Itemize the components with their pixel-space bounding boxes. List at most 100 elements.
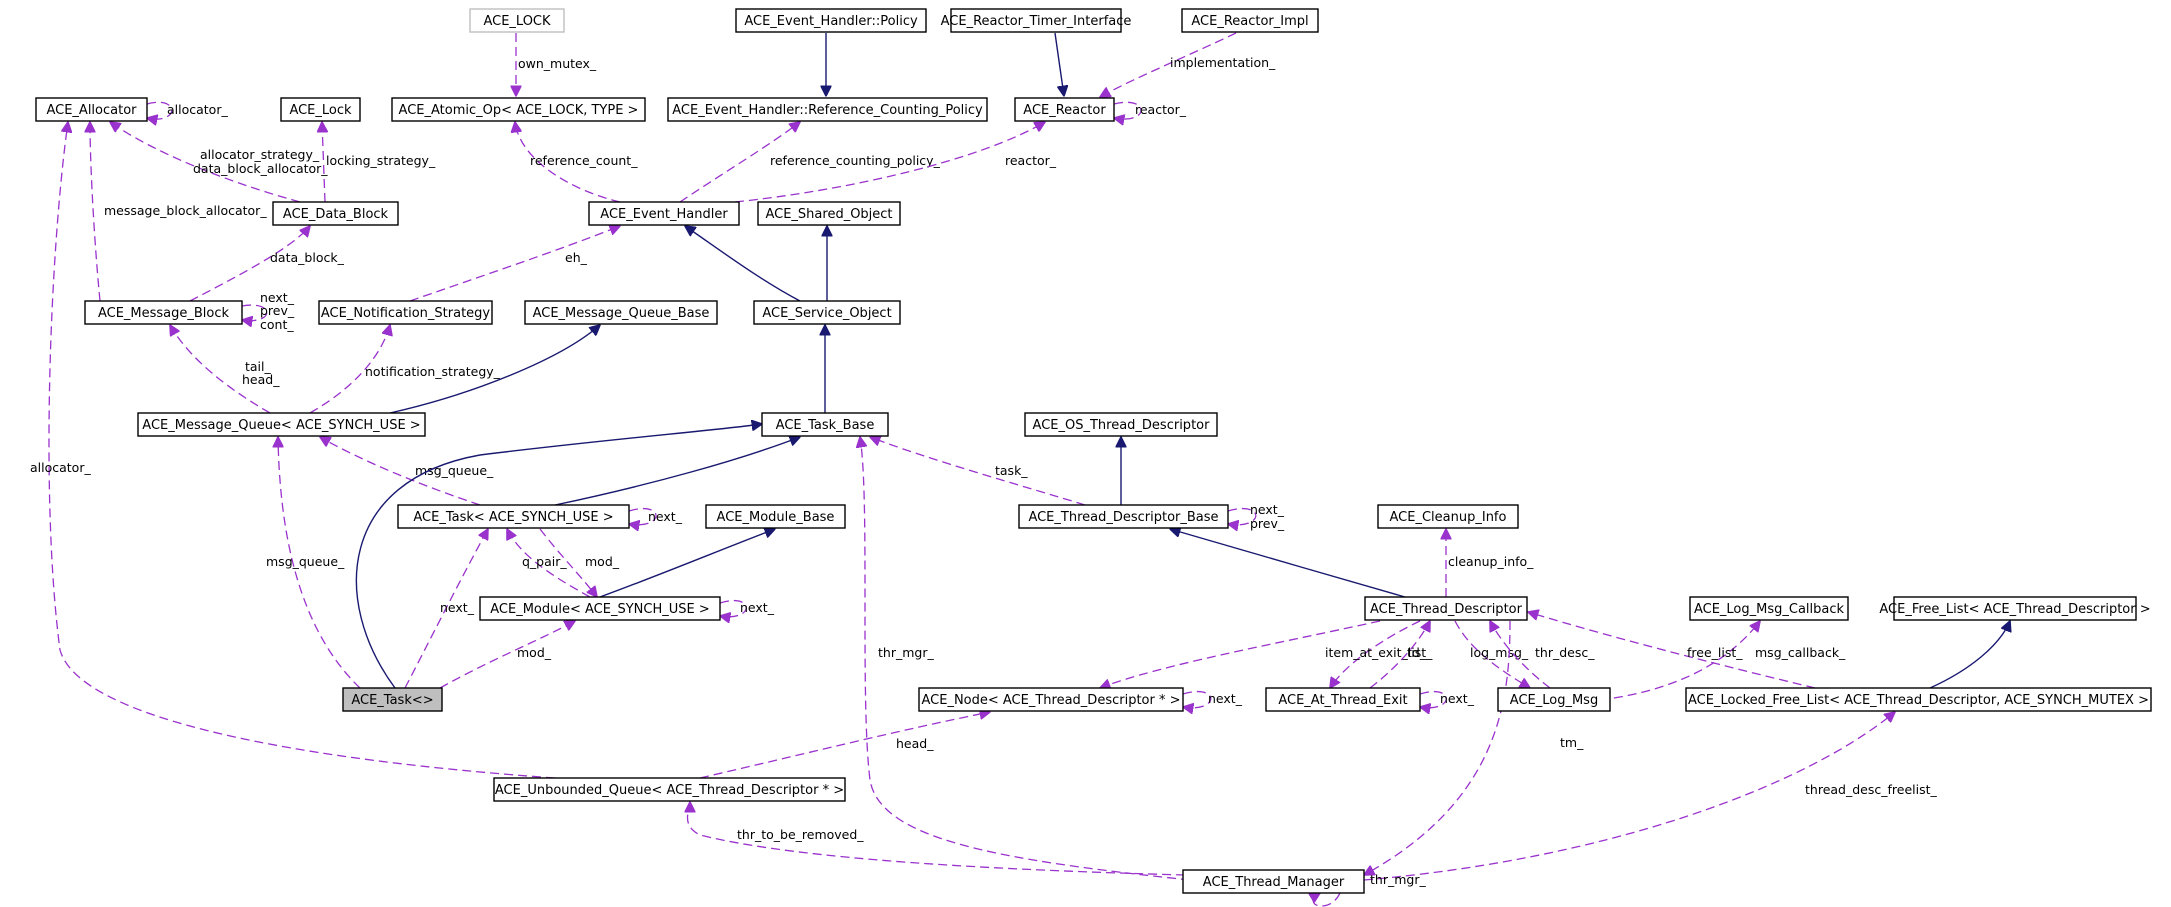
edge-line xyxy=(404,529,488,689)
edge-label: next_ xyxy=(740,600,775,615)
edge-label: thr_desc_ xyxy=(1535,645,1595,660)
edge-label: thr_mgr_ xyxy=(878,645,934,660)
node-task[interactable]: ACE_Task< ACE_SYNCH_USE > xyxy=(397,504,630,529)
edge-label: allocator_ xyxy=(30,460,91,475)
node-mqbase[interactable]: ACE_Message_Queue_Base xyxy=(524,300,718,325)
node-label: ACE_Lock xyxy=(289,103,352,118)
edge-modbase-module xyxy=(599,529,775,598)
edge-rimpl-reactor: implementation_ xyxy=(1100,32,1276,97)
node-svcobj[interactable]: ACE_Service_Object xyxy=(753,300,901,325)
edge-lfl-td: free_list_ xyxy=(1528,612,1816,689)
node-taskbase[interactable]: ACE_Task_Base xyxy=(761,412,889,437)
edge-line xyxy=(734,122,1045,203)
edge-line xyxy=(409,226,620,302)
edge-line xyxy=(1454,620,1530,688)
edge-line xyxy=(599,529,775,598)
node-box xyxy=(469,8,565,33)
edge-label: cont_ xyxy=(260,317,294,332)
node-box xyxy=(918,687,1184,712)
edge-label: item_at_exit_list_ xyxy=(1325,645,1433,660)
edge-label: thr_to_be_removed_ xyxy=(737,827,864,842)
node-lfl[interactable]: ACE_Locked_Free_List< ACE_Thread_Descrip… xyxy=(1685,687,2152,712)
edge-label: free_list_ xyxy=(1687,645,1743,660)
edge-msgblock-self: next_prev_cont_ xyxy=(242,290,295,332)
node-cleanup[interactable]: ACE_Cleanup_Info xyxy=(1377,504,1519,529)
node-box xyxy=(524,300,718,325)
node-label: ACE_Message_Queue< ACE_SYNCH_USE > xyxy=(142,418,420,433)
edge-alloc-uq: allocator_ xyxy=(30,122,556,779)
node-reactor[interactable]: ACE_Reactor xyxy=(1014,97,1115,122)
edge-label: locking_strategy_ xyxy=(326,153,436,168)
edge-label: message_block_allocator_ xyxy=(104,203,267,218)
node-tasktpl[interactable]: ACE_Task<> xyxy=(342,687,443,712)
edge-label: allocator_ xyxy=(167,102,228,117)
node-notif[interactable]: ACE_Notification_Strategy xyxy=(318,300,493,325)
node-logmsg[interactable]: ACE_Log_Msg xyxy=(1497,687,1611,712)
node-nodetd[interactable]: ACE_Node< ACE_Thread_Descriptor * > xyxy=(918,687,1184,712)
edge-evh-svcobj xyxy=(685,226,801,302)
node-evh[interactable]: ACE_Event_Handler xyxy=(588,201,740,226)
edge-cleanup-td: cleanup_info_ xyxy=(1446,529,1534,597)
edge-reactor-self: reactor_ xyxy=(1114,101,1187,119)
node-mq[interactable]: ACE_Message_Queue< ACE_SYNCH_USE > xyxy=(137,412,426,437)
edge-label: tm_ xyxy=(1560,735,1584,750)
node-box xyxy=(1018,504,1229,529)
edge-datablock-msgblock: data_block_ xyxy=(189,226,345,302)
node-box xyxy=(667,97,988,122)
node-label: ACE_Reactor xyxy=(1023,103,1106,118)
node-box xyxy=(342,687,443,712)
edge-line xyxy=(1363,712,1895,881)
edge-mqbase-mq xyxy=(389,325,600,414)
edge-line xyxy=(242,304,268,321)
edge-line xyxy=(1528,612,1816,689)
edge-lock-atomic: own_mutex_ xyxy=(516,33,597,96)
node-label: ACE_Event_Handler xyxy=(600,207,728,222)
node-tm[interactable]: ACE_Thread_Manager xyxy=(1182,869,1365,894)
node-box xyxy=(588,201,740,226)
edge-td-nodetd xyxy=(1100,620,1381,688)
node-atomic[interactable]: ACE_Atomic_Op< ACE_LOCK, TYPE > xyxy=(391,97,646,122)
edge-label: implementation_ xyxy=(1170,55,1276,70)
node-td[interactable]: ACE_Thread_Descriptor xyxy=(1364,596,1528,621)
edge-label: own_mutex_ xyxy=(518,56,597,71)
node-shared[interactable]: ACE_Shared_Object xyxy=(757,201,901,226)
edge-ate-td: td_ xyxy=(1369,621,1430,689)
edge-label: msg_queue_ xyxy=(415,463,494,478)
edge-line xyxy=(554,437,800,506)
edge-line xyxy=(1313,893,1341,907)
edge-td-ate: item_at_exit_list_ xyxy=(1325,620,1433,688)
node-datablock[interactable]: ACE_Data_Block xyxy=(272,201,399,226)
edge-line xyxy=(685,226,801,302)
node-ate[interactable]: ACE_At_Thread_Exit xyxy=(1265,687,1421,712)
node-rimpl[interactable]: ACE_Reactor_Impl xyxy=(1181,8,1319,33)
node-module[interactable]: ACE_Module< ACE_SYNCH_USE > xyxy=(479,596,721,621)
node-rcp[interactable]: ACE_Event_Handler::Reference_Counting_Po… xyxy=(667,97,988,122)
node-tdbase[interactable]: ACE_Thread_Descriptor_Base xyxy=(1018,504,1229,529)
node-rti[interactable]: ACE_Reactor_Timer_Interface xyxy=(941,8,1132,33)
node-allocator[interactable]: ACE_Allocator xyxy=(35,97,148,122)
edge-label: next_ xyxy=(648,509,683,524)
node-acelock[interactable]: ACE_Lock xyxy=(280,97,361,122)
node-msgblock[interactable]: ACE_Message_Block xyxy=(84,300,243,325)
edge-line xyxy=(1170,529,1406,598)
edge-taskbase-tdbase: task_ xyxy=(870,437,1086,506)
edge-line xyxy=(539,528,597,597)
node-box xyxy=(757,201,901,226)
edge-notif-mq: notification_strategy_ xyxy=(309,325,501,414)
edge-reactor-evh: reactor_ xyxy=(734,122,1057,203)
node-label: ACE_Task_Base xyxy=(776,418,875,433)
edge-label: mod_ xyxy=(517,645,552,660)
node-label: ACE_Locked_Free_List< ACE_Thread_Descrip… xyxy=(1688,693,2149,708)
node-ehpolicy[interactable]: ACE_Event_Handler::Policy xyxy=(735,8,927,33)
node-modbase[interactable]: ACE_Module_Base xyxy=(705,504,846,529)
node-ostd[interactable]: ACE_OS_Thread_Descriptor xyxy=(1024,412,1218,437)
node-freelist[interactable]: ACE_Free_List< ACE_Thread_Descriptor > xyxy=(1879,596,2151,621)
edge-label: td_ xyxy=(1407,645,1427,660)
node-uq[interactable]: ACE_Unbounded_Queue< ACE_Thread_Descript… xyxy=(493,777,846,802)
node-ace_lock_tpl[interactable]: ACE_LOCK xyxy=(469,8,565,33)
edge-line xyxy=(439,621,575,689)
node-lmcb[interactable]: ACE_Log_Msg_Callback xyxy=(1689,596,1849,621)
edge-line xyxy=(278,437,361,689)
edge-line xyxy=(189,226,310,302)
